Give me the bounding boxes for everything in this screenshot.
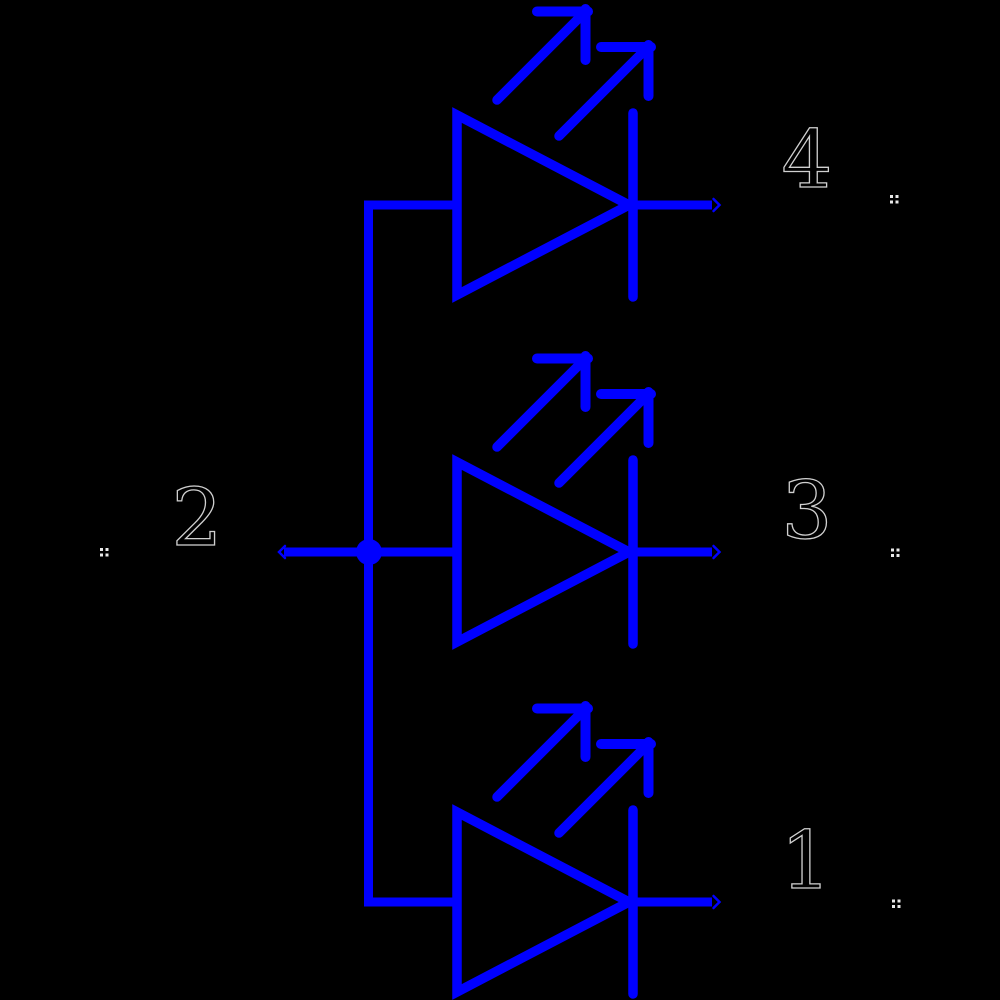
pin-label-input: 2 <box>172 471 223 564</box>
led-bottom <box>364 706 720 994</box>
input-terminal-tick-icon <box>277 544 287 560</box>
pin-marker-input <box>100 548 109 557</box>
pin-marker-output-top <box>890 195 899 204</box>
led-top <box>364 9 720 297</box>
pin-marker-output-bottom <box>892 899 901 908</box>
pin-label-output-middle: 3 <box>782 464 833 557</box>
pin-label-output-top: 4 <box>782 113 833 206</box>
led-middle <box>364 356 720 644</box>
pin-marker-output-middle <box>891 548 900 557</box>
pin-label-output-bottom: 1 <box>781 814 832 907</box>
